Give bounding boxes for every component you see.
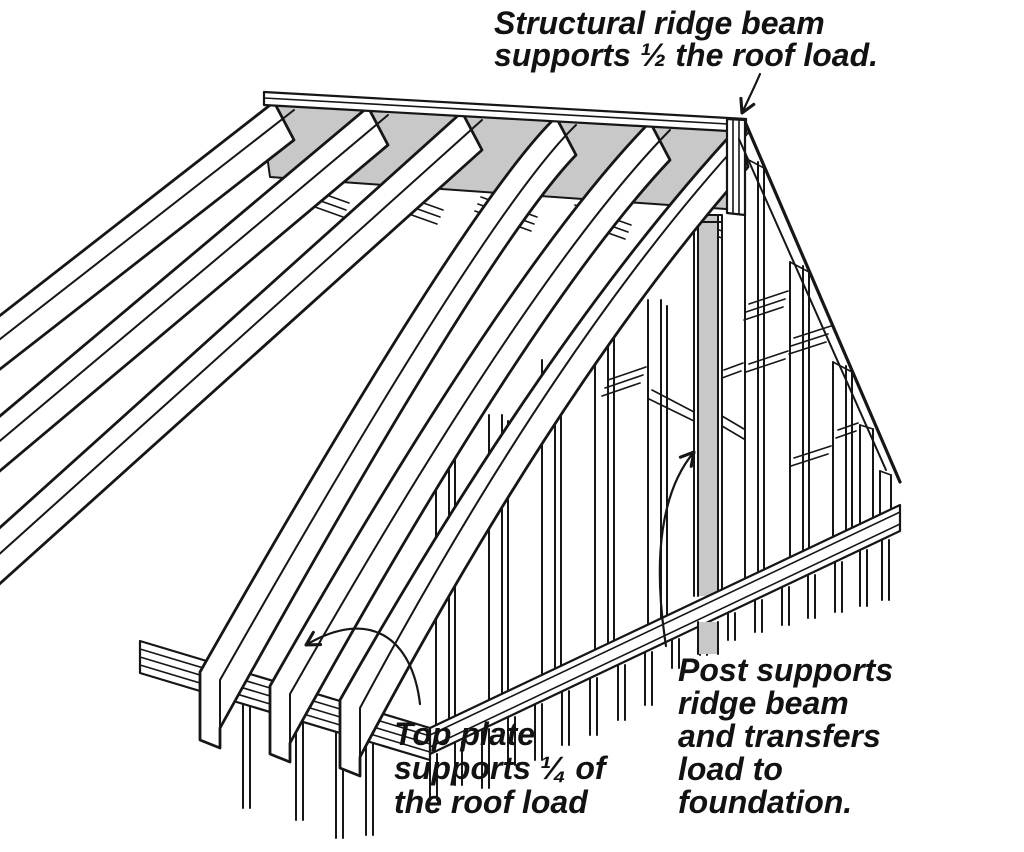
rafter: [0, 105, 390, 473]
top-plate-label-line-1: Top plate: [394, 716, 535, 752]
diagonal-braces: [648, 389, 745, 440]
top-plate-arrow: [304, 627, 422, 706]
rake-edge: [738, 122, 902, 484]
left-wall-studs: [242, 704, 374, 839]
post-label-line-2: ridge beam: [678, 685, 849, 721]
annotations: Structural ridge beam supports ½ the roo…: [394, 5, 893, 820]
ridge-beam-label-line-1: Structural ridge beam: [494, 5, 825, 41]
post-below-girt: [697, 621, 719, 655]
ridge-beam-arrow: [739, 72, 762, 115]
gable-end-studs: [435, 157, 892, 728]
rafter: [338, 125, 750, 778]
rafter: [0, 100, 296, 371]
rafter: [0, 110, 484, 586]
ridge-end-face: [725, 117, 747, 217]
rafter: [198, 115, 578, 750]
rafters: [0, 100, 750, 778]
post-label-line-4: load to: [678, 751, 783, 787]
top-plate-label-line-3: the roof load: [394, 784, 589, 820]
post-arrow: [658, 450, 696, 648]
wall-blocking: [601, 290, 859, 467]
top-plate-label-line-2: supports ¼ of: [394, 750, 609, 786]
rafter: [268, 120, 672, 764]
post-label-line-5: foundation.: [678, 784, 852, 820]
callout-arrows: [304, 72, 762, 706]
ridge-beam-label-line-2: supports ½ the roof load.: [494, 37, 878, 73]
post: [693, 214, 723, 597]
post-label-line-1: Post supports: [678, 652, 893, 688]
post-label-line-3: and transfers: [678, 718, 881, 754]
